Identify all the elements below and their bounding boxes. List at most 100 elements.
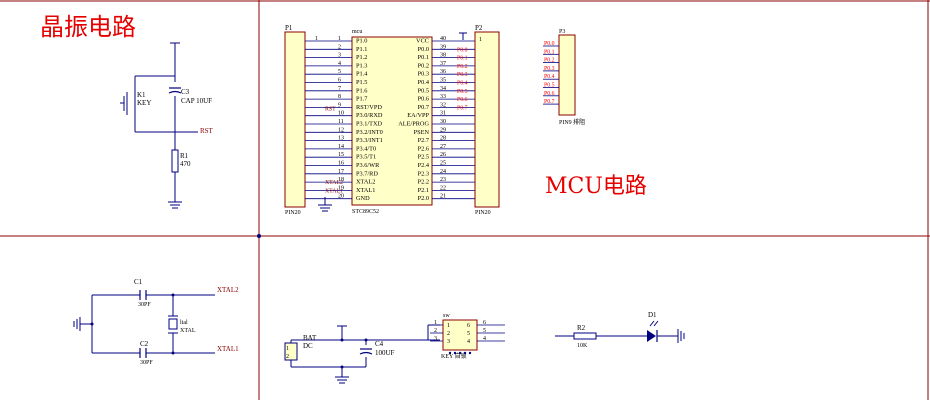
mcu-pin-name: VCC bbox=[416, 38, 429, 45]
p2-pin-number: 1 bbox=[479, 37, 482, 43]
xtal1-net-label: XTAL1 bbox=[217, 345, 239, 353]
mcu-pin-name: P1.6 bbox=[356, 87, 367, 94]
mcu-pin-number: 3 bbox=[338, 53, 341, 59]
mcu-pin-number: 30 bbox=[440, 119, 446, 125]
k1-value: KEY bbox=[137, 99, 151, 107]
c4-value: 100UF bbox=[375, 349, 395, 357]
c1-capacitor bbox=[139, 290, 147, 300]
mcu-pin-number: 34 bbox=[440, 86, 446, 92]
mcu-pin-number: 31 bbox=[440, 111, 446, 117]
mcu-pin-name: XTAL1 bbox=[356, 187, 375, 194]
junction-dot bbox=[171, 351, 175, 355]
mcu-pin-name: P0.7 bbox=[418, 104, 429, 111]
switch-pin-number: 6 bbox=[467, 323, 470, 329]
switch-pin-number: 3 bbox=[447, 339, 450, 345]
p3-net-label: P0.3 bbox=[544, 66, 555, 72]
mcu-pin-name: P2.5 bbox=[418, 154, 429, 161]
junction-dot bbox=[340, 365, 344, 369]
mcu-pin-number: 25 bbox=[440, 161, 446, 167]
power-switch bbox=[442, 319, 478, 351]
p2-footprint: PIN20 bbox=[475, 210, 491, 216]
switch-outer-pin-number: 1 bbox=[434, 320, 437, 326]
mcu-net-label: P0.4 bbox=[457, 81, 468, 87]
mcu-pin-number: 29 bbox=[440, 127, 446, 133]
r1-value: 470 bbox=[180, 160, 191, 168]
mcu-pin-number: 27 bbox=[440, 144, 446, 150]
mcu-pin-number: 16 bbox=[338, 161, 344, 167]
xtal2-net-label: XTAL2 bbox=[217, 286, 239, 294]
mcu-pin-name: P1.0 bbox=[356, 38, 367, 45]
mcu-net-label: P0.2 bbox=[457, 64, 468, 70]
switch-pin-number: 1 bbox=[447, 323, 450, 329]
c4-capacitor bbox=[359, 348, 373, 355]
bat-value: DC bbox=[303, 342, 313, 350]
mcu-pin-number: 10 bbox=[338, 111, 344, 117]
mcu-ref: mcu bbox=[352, 29, 362, 35]
p3-net-label: P0.7 bbox=[544, 99, 555, 105]
mcu-pin-number: 36 bbox=[440, 69, 446, 75]
mcu-pin-name: EA/VPP bbox=[407, 112, 429, 119]
mcu-pin-name: P0.2 bbox=[418, 62, 429, 69]
mcu-pin-name: P0.4 bbox=[418, 79, 430, 86]
mcu-pin-number: 7 bbox=[338, 86, 341, 92]
junction-dot bbox=[340, 338, 344, 342]
mcu-pin-name: XTAL2 bbox=[356, 179, 375, 186]
mcu-pin-name: PSEN bbox=[414, 129, 430, 136]
mcu-pin-number: 11 bbox=[338, 119, 344, 125]
battery-connector bbox=[284, 342, 298, 361]
mcu-pin-name: P1.3 bbox=[356, 62, 367, 69]
p1-footprint: PIN20 bbox=[285, 210, 301, 216]
mcu-pin-name: P0.5 bbox=[418, 87, 429, 94]
mcu-pin-name: P1.4 bbox=[356, 71, 368, 78]
mcu-pin-number: 6 bbox=[338, 78, 341, 84]
p1-ground bbox=[318, 197, 332, 212]
mcu-pin-number: 19 bbox=[338, 185, 344, 191]
mcu-net-label: P0.7 bbox=[457, 105, 468, 111]
mcu-pin-name: P2.2 bbox=[418, 179, 429, 186]
mcu-net-label: P0.6 bbox=[457, 97, 468, 103]
p3-label: PIN9 排阻 bbox=[559, 118, 585, 126]
bat-pin2: 2 bbox=[286, 354, 289, 360]
sw-label: KEY 自锁 bbox=[441, 352, 467, 360]
mcu-pin-number: 8 bbox=[338, 94, 341, 100]
mcu-pin-number: 12 bbox=[338, 127, 344, 133]
switch-pin-number: 4 bbox=[467, 339, 470, 345]
mcu-net-label: XTAL1 bbox=[325, 188, 343, 194]
led-wires bbox=[555, 329, 685, 343]
mcu-pin-name: P2.0 bbox=[418, 195, 429, 202]
mcu-pin-name: P3.4/T0 bbox=[356, 145, 376, 152]
crystal-xtal bbox=[168, 315, 178, 334]
p2-ref: P2 bbox=[475, 24, 483, 32]
mcu-pin-number: 9 bbox=[338, 102, 341, 108]
mcu-pin-number: 37 bbox=[440, 61, 446, 67]
r1-resistor bbox=[171, 149, 179, 173]
mcu-pin-name: P2.7 bbox=[418, 137, 429, 144]
mcu-pin-number: 38 bbox=[440, 53, 446, 59]
switch-outer-pin-number: 3 bbox=[434, 336, 437, 342]
c4-ref: C4 bbox=[375, 340, 384, 348]
mcu-pin-number: 2 bbox=[338, 44, 341, 50]
mcu-pin-name: P0.6 bbox=[418, 96, 429, 103]
mcu-pin-name: P0.1 bbox=[418, 54, 429, 61]
mcu-pin-number: 35 bbox=[440, 78, 446, 84]
mcu-pin-name: P2.6 bbox=[418, 145, 429, 152]
p3-net-label: P0.2 bbox=[544, 58, 555, 64]
mcu-pin-number: 22 bbox=[440, 185, 446, 191]
p1-pin-number: 1 bbox=[315, 36, 318, 42]
mcu-pin-number: 17 bbox=[338, 169, 344, 175]
p3-net-label: P0.5 bbox=[544, 83, 555, 89]
c2-ref: C2 bbox=[140, 340, 149, 348]
mcu-pin-name: P3.3/INT1 bbox=[356, 137, 383, 144]
p1-ref: P1 bbox=[285, 24, 293, 32]
d1-ref: D1 bbox=[648, 311, 657, 319]
junction-dot bbox=[257, 234, 261, 238]
mcu-pin-name: P2.3 bbox=[418, 170, 429, 177]
c3-value: CAP 10UF bbox=[181, 97, 212, 105]
mcu-pin-name: ALE/PROG bbox=[398, 121, 429, 128]
mcu-pin-number: 24 bbox=[440, 169, 446, 175]
mcu-pin-number: 39 bbox=[440, 44, 446, 50]
mcu-pin-name: P3.1/TXD bbox=[356, 121, 383, 128]
crystal-heading: 晶振电路 bbox=[40, 13, 136, 41]
